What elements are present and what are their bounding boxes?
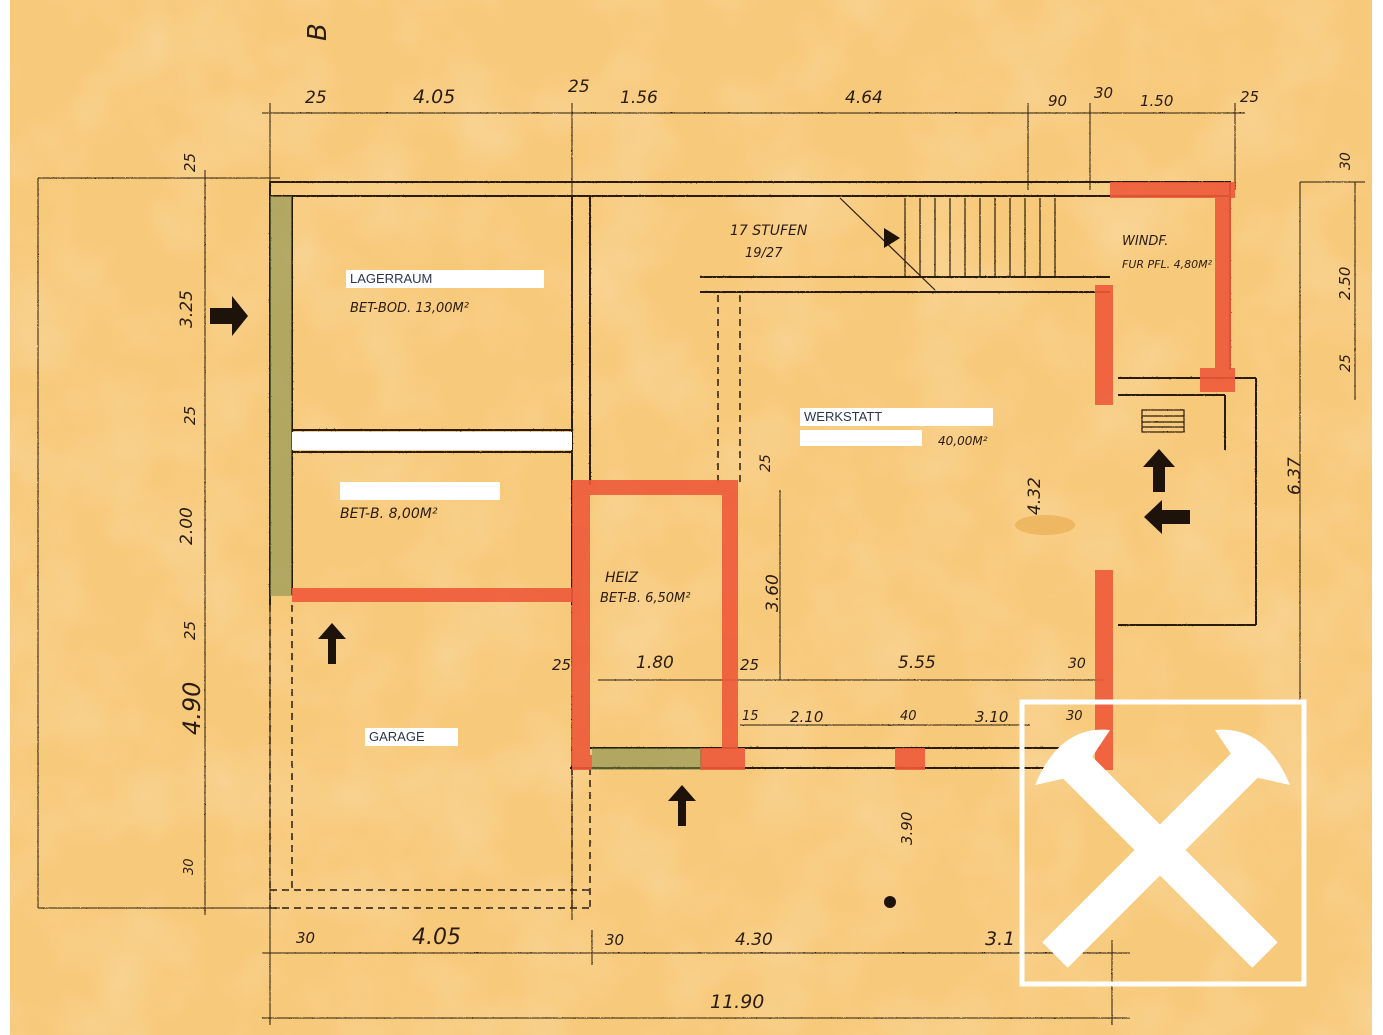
dim-bottom-1: 30 <box>296 929 315 947</box>
dim-top-7: 30 <box>1094 84 1113 102</box>
dim-int-11: 3.60 <box>763 574 783 612</box>
lagerraum-label: LAGERRAUM <box>346 270 544 288</box>
dim-top-5: 4.64 <box>845 88 883 108</box>
dim-top-1: 25 <box>305 88 327 108</box>
dim-top-2: 4.05 <box>413 86 455 108</box>
dim-left-3: 25 <box>181 406 199 425</box>
arrow-up-icon <box>668 785 696 826</box>
horse-head-right-icon <box>1215 729 1290 785</box>
lagerraum-area: BET-BOD. 13,00M² <box>350 301 469 316</box>
garage-dashed <box>269 295 741 909</box>
stairs-sub: 19/27 <box>745 246 783 261</box>
dim-int-13: 25 <box>758 454 774 472</box>
label-mask <box>800 430 922 446</box>
stair-arrow-icon <box>884 228 900 248</box>
garage-label: GARAGE <box>365 728 458 746</box>
heiz-area: BET-B. 6,50M² <box>600 591 690 606</box>
dim-bottom-2: 4.05 <box>412 925 461 950</box>
dim-left-4: 2.00 <box>177 507 197 545</box>
stairs-label: 17 STUFEN <box>730 223 808 239</box>
stain <box>1015 515 1075 535</box>
entry-arrows <box>210 228 1190 908</box>
room-mid-area: BET-B. 8,00M² <box>340 506 438 522</box>
dim-right-2: 2.50 <box>1336 267 1354 300</box>
dim-right-1: 30 <box>1338 152 1354 170</box>
dim-top-9: 25 <box>1240 88 1259 106</box>
dim-int-1: 25 <box>552 656 571 674</box>
dim-int-12: 4.32 <box>1025 477 1045 515</box>
staircase <box>839 197 1185 433</box>
dim-top-3: 25 <box>568 77 590 97</box>
dim-int-6: 15 <box>742 709 759 724</box>
windfang-area: FUR PFL. 4,80M² <box>1122 258 1213 271</box>
dim-bottom-4: 4.30 <box>735 930 773 950</box>
north-mark: B <box>303 23 333 41</box>
dim-top-8: 1.50 <box>1140 92 1173 110</box>
dim-int-8: 40 <box>900 709 917 724</box>
heiz-name: HEIZ <box>605 570 639 586</box>
label-mask <box>340 482 500 500</box>
arrow-up-icon <box>1143 449 1175 492</box>
dim-right-4: 6.37 <box>1285 457 1305 495</box>
arrow-left-icon <box>1144 500 1190 534</box>
dim-int-14: 3.90 <box>898 812 916 845</box>
dim-int-9: 3.10 <box>975 708 1008 726</box>
horse-head-left-icon <box>1035 729 1110 785</box>
dim-left-6: 4.90 <box>178 682 206 735</box>
hatched-walls <box>270 196 702 770</box>
windfang-name: WINDF. <box>1122 234 1168 249</box>
red-walls <box>292 182 1235 770</box>
dim-bottom-3: 30 <box>605 931 624 949</box>
dim-overall: 11.90 <box>710 991 764 1013</box>
dimension-labels: 25 4.05 25 1.56 4.64 90 30 1.50 25 25 3.… <box>177 23 1354 1013</box>
werkstatt-label: WERKSTATT <box>800 408 993 426</box>
dim-right-3: 25 <box>1338 354 1354 372</box>
label-mask <box>292 432 572 450</box>
dim-top-4: 1.56 <box>620 88 658 108</box>
werkstatt-area: 40,00M² <box>938 434 988 448</box>
dim-left-1: 25 <box>181 153 199 172</box>
dim-int-7: 2.10 <box>790 708 823 726</box>
dim-left-7: 30 <box>182 858 197 875</box>
dim-int-3: 25 <box>740 656 759 674</box>
column-icon <box>884 896 896 908</box>
arrow-right-icon <box>210 296 248 336</box>
dim-bottom-5: 3.1 <box>985 928 1015 950</box>
arrow-up-icon <box>318 623 346 664</box>
dim-int-5: 30 <box>1068 656 1086 672</box>
dim-int-2: 1.80 <box>636 653 674 673</box>
dim-int-10: 30 <box>1066 709 1083 724</box>
dim-left-5: 25 <box>181 621 199 640</box>
dim-top-6: 90 <box>1048 92 1067 110</box>
dim-int-4: 5.55 <box>898 653 936 673</box>
raiffeisen-logo <box>1019 699 1307 987</box>
dim-left-2: 3.25 <box>177 290 197 328</box>
